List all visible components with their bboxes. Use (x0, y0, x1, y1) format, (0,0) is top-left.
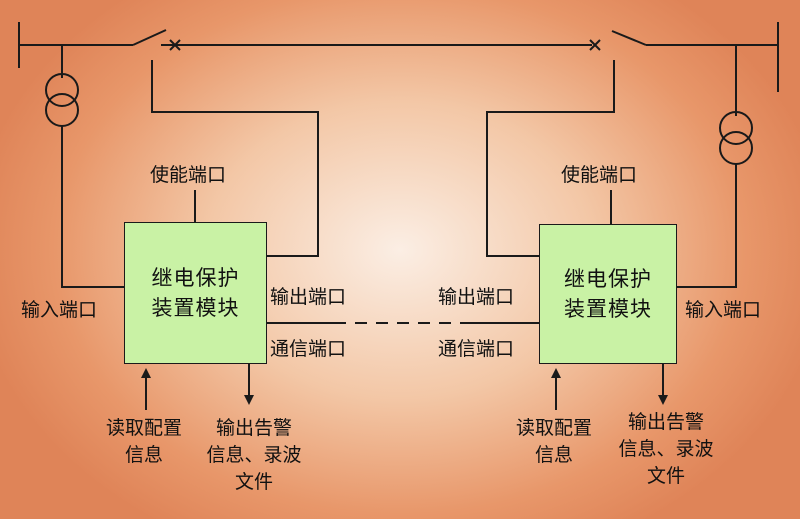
right-output-port-label: 输出端口 (438, 286, 515, 308)
right-module-line1: 继电保护 (564, 267, 652, 291)
left-ct-coil-top (45, 73, 79, 107)
right-breaker-mark (589, 39, 601, 51)
left-output-port-label: 输出端口 (270, 286, 347, 308)
right-input-wire (677, 164, 737, 288)
left-input-wire (61, 126, 125, 288)
right-ct-coil-top (719, 111, 753, 145)
left-module-line2: 装置模块 (151, 296, 240, 320)
right-read-config-caption: 读取配置 信息 (515, 417, 592, 466)
left-read-config-caption: 读取配置 信息 (105, 417, 182, 466)
left-ct-coil-bottom (45, 93, 79, 127)
right-enable-port-label: 使能端口 (561, 164, 638, 186)
left-enable-port-label: 使能端口 (150, 164, 227, 186)
left-breaker-mark (169, 39, 181, 51)
left-comm-port-label: 通信端口 (270, 338, 347, 360)
left-output-alarm-caption: 输出告警 信息、录波 文件 (206, 417, 302, 493)
left-breaker-switch (132, 29, 167, 46)
right-ct-coil-bottom (719, 131, 753, 165)
right-comm-port-label: 通信端口 (438, 338, 515, 360)
right-output-alarm-caption: 输出告警 信息、录波 文件 (618, 411, 714, 487)
right-output-wire (486, 60, 615, 257)
right-relay-module: 继电保护 装置模块 (539, 224, 677, 364)
left-input-port-label: 输入端口 (21, 299, 98, 321)
right-input-port-label: 输入端口 (685, 299, 762, 321)
left-module-line1: 继电保护 (151, 266, 240, 290)
right-breaker-switch (611, 30, 647, 46)
left-relay-module: 继电保护 装置模块 (124, 222, 267, 364)
left-output-wire (151, 60, 319, 257)
right-module-line2: 装置模块 (564, 297, 652, 321)
